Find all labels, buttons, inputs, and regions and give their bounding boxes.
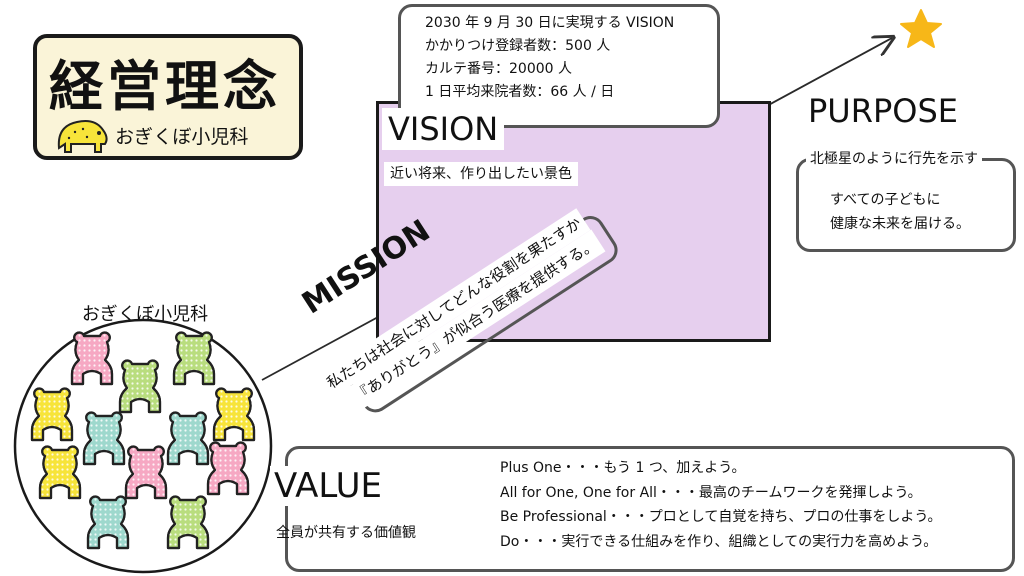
star-icon	[900, 9, 942, 48]
bear-logo-icon	[57, 120, 108, 153]
value-item: All for One, One for All・・・最高のチームワークを発揮し…	[500, 484, 922, 501]
vision-label: VISION	[382, 108, 505, 150]
purpose-text-line: 健康な未来を届ける。	[830, 216, 970, 232]
vision-goal-line: かかりつけ登録者数：500 人	[425, 38, 611, 54]
purpose-label: PURPOSE	[808, 92, 958, 130]
team-label-line: おぎくぼ小児科	[81, 304, 209, 325]
purpose-text-line: すべての子どもに	[830, 192, 941, 208]
value-item: Do・・・実行できる仕組みを作り、組織としての実行力を高めよう。	[500, 533, 938, 550]
page-title: 経営理念	[49, 55, 281, 118]
value-item: Plus One・・・もう 1 つ、加えよう。	[500, 460, 746, 476]
vision-goal-line: カルテ番号：20000 人	[425, 61, 572, 77]
value-description: 全員が共有する価値観	[276, 525, 416, 541]
vision-description: 近い将来、作り出したい景色	[384, 162, 578, 186]
clinic-name: おぎくぼ小児科	[115, 126, 249, 148]
purpose-text: すべての子どもに 健康な未来を届ける。	[830, 188, 970, 236]
title-box: 経営理念 おぎくぼ小児科	[33, 34, 303, 160]
vision-goal-box: 2030 年 9 月 30 日に実現する VISION かかりつけ登録者数：50…	[398, 4, 720, 128]
value-list: Plus One・・・もう 1 つ、加えよう。 All for One, One…	[500, 456, 942, 554]
value-label: VALUE	[270, 466, 386, 506]
value-box	[285, 446, 1015, 572]
value-item: Be Professional・・・プロとして自覚を持ち、プロの仕事をしよう。	[500, 509, 942, 525]
vision-goal-line: 1 日平均来院者数：66 人 / 日	[425, 84, 615, 100]
vision-goal-line: 2030 年 9 月 30 日に実現する VISION	[425, 15, 675, 31]
purpose-description: 北極星のように行先を示す	[806, 148, 982, 170]
team-circle	[13, 318, 273, 574]
purpose-box	[796, 158, 1016, 252]
